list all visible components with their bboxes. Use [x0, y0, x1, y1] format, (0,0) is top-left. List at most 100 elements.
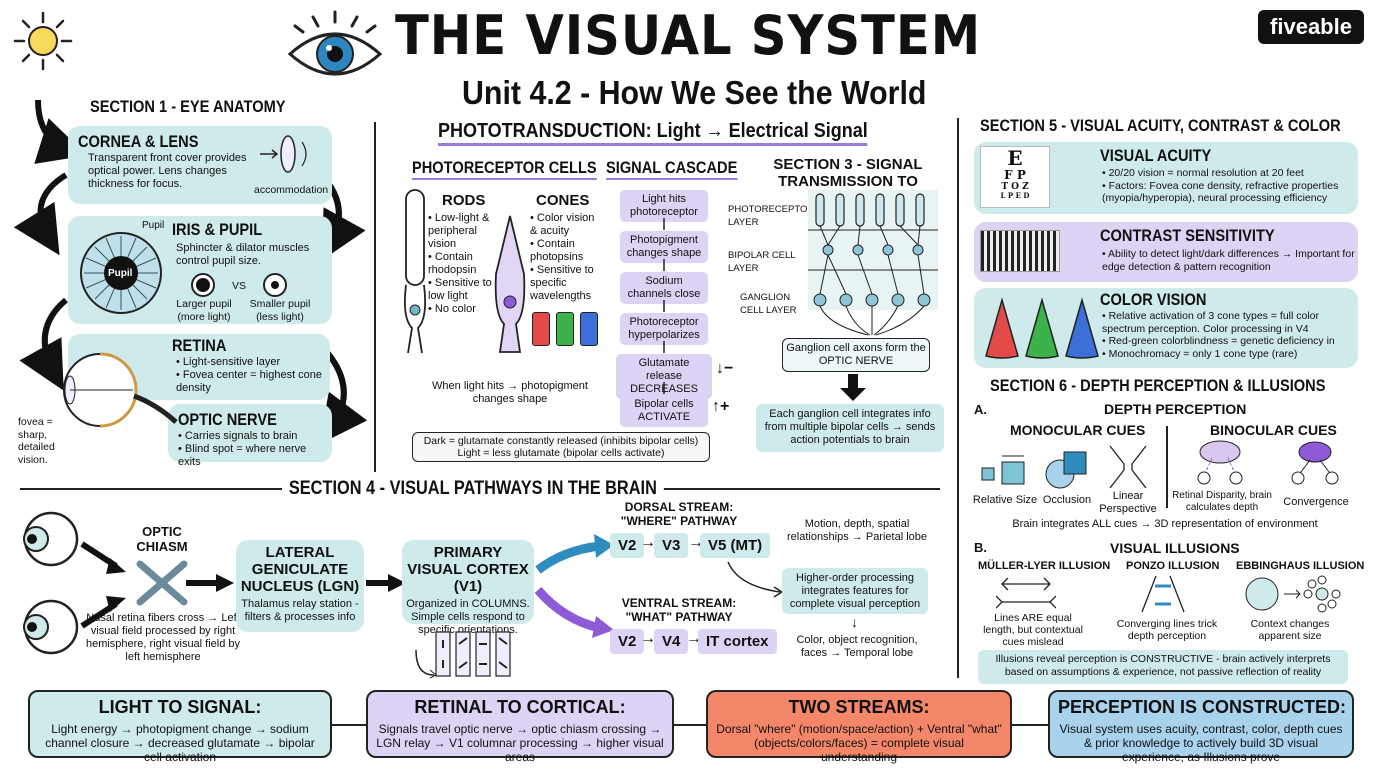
integrates-note: Brain integrates ALL cues → 3D represent… — [1012, 518, 1318, 530]
cornea-title: CORNEA & LENS — [78, 132, 199, 151]
ventral-node-it: IT cortex — [698, 629, 777, 654]
v1-box: PRIMARY VISUAL CORTEX (V1) Organized in … — [402, 540, 534, 636]
cascade-step: Photopigment changes shape — [620, 231, 708, 263]
convergence-icon — [1291, 441, 1339, 485]
dorsal-node-v5: V5 (MT) — [700, 533, 771, 558]
section6-a: A. — [974, 402, 987, 417]
snellen-row: T O Z — [1001, 182, 1029, 192]
v1-title: PRIMARY VISUAL CORTEX (V1) — [407, 544, 529, 595]
dorsal-note: Motion, depth, spatial relationships → P… — [786, 518, 928, 543]
retina-list: Light-sensitive layer Fovea center = hig… — [176, 356, 326, 395]
divider — [957, 118, 959, 678]
cascade-step: Bipolar cells ACTIVATE — [620, 395, 708, 427]
acuity-list: 20/20 vision = normal resolution at 20 f… — [1102, 167, 1356, 205]
layer-label: GANGLION CELL LAYER — [740, 292, 797, 316]
v1-text: Organized in COLUMNS. Simple cells respo… — [406, 598, 530, 636]
snellen-row: F P — [1004, 168, 1026, 182]
dorsal-node-v2: V2 — [610, 533, 645, 558]
divider — [374, 122, 376, 472]
occlusion-icon — [1045, 451, 1087, 489]
chiasm-title: OPTIC CHIASM — [136, 524, 188, 554]
rods-item: Sensitive to low light — [428, 277, 500, 303]
summary-title: LIGHT TO SIGNAL: — [98, 697, 262, 717]
summary-title: TWO STREAMS: — [788, 697, 930, 717]
smaller-pupil-label: Smaller pupil (less light) — [249, 298, 311, 323]
retina-title: RETINA — [172, 336, 227, 355]
page-title: THE VISUAL SYSTEM — [395, 4, 982, 67]
down-arrow-icon — [840, 374, 866, 401]
phototransduction-heading: PHOTOTRANSDUCTION: Light → Electrical Si… — [438, 120, 868, 146]
acuity-box: E F P T O Z L P E D VISUAL ACUITY 20/20 … — [974, 142, 1358, 214]
arrow-icon: → — [640, 534, 656, 551]
divider — [1166, 426, 1168, 508]
cones-list: Color vision & acuity Contain photopsins… — [530, 212, 602, 303]
section5-heading: SECTION 5 - VISUAL ACUITY, CONTRAST & CO… — [980, 116, 1341, 135]
lgn-box: LATERAL GENICULATE NUCLEUS (LGN) Thalamu… — [236, 540, 364, 632]
acuity-item: Factors: Fovea cone density, refractive … — [1102, 180, 1356, 205]
section1-heading: SECTION 1 - EYE ANATOMY — [90, 97, 286, 116]
stream-arrows — [534, 534, 614, 638]
cascade-step: Photoreceptor hyperpolarizes — [620, 313, 708, 345]
contrast-list: Ability to detect light/dark differences… — [1102, 248, 1356, 273]
cue-label: Relative Size — [972, 494, 1038, 506]
summary-title: PERCEPTION IS CONSTRUCTED: — [1058, 697, 1347, 717]
large-pupil-icon — [191, 273, 215, 297]
fiveable-logo[interactable]: fiveable — [1258, 10, 1364, 44]
muller-title: MÜLLER-LYER ILLUSION — [978, 560, 1111, 572]
acuity-title: VISUAL ACUITY — [1100, 146, 1212, 165]
chiasm-note: Nasal retina fibers cross → Left visual … — [85, 612, 241, 663]
ebbinghaus-icon — [1245, 575, 1341, 613]
ganglion-integrate-box: Each ganglion cell integrates info from … — [756, 404, 944, 452]
sun-icon — [13, 11, 73, 71]
ponzo-icon — [1141, 575, 1185, 613]
summary-text: Signals travel optic nerve → optic chias… — [376, 722, 664, 764]
cascade-heading: SIGNAL CASCADE — [606, 158, 738, 180]
ventral-note: Color, object recognition, faces → Tempo… — [796, 634, 918, 659]
fovea-note: fovea = sharp, detailed vision. — [18, 416, 55, 466]
vs-label: VS — [232, 280, 247, 292]
optic-nerve-item: Carries signals to brain — [178, 430, 322, 443]
summary-title: RETINAL TO CORTICAL: — [414, 697, 626, 717]
cue-label: Linear Perspective — [1099, 490, 1157, 515]
eye-icon — [287, 10, 383, 76]
optic-nerve-box: OPTIC NERVE Carries signals to brain Bli… — [168, 404, 332, 468]
ebbinghaus-title: EBBINGHAUS ILLUSION — [1236, 560, 1365, 572]
color-vision-list: Relative activation of 3 cone types = fu… — [1102, 310, 1356, 360]
up-arrow-icon: ↑+ — [712, 398, 730, 415]
cones-title: CONES — [536, 192, 590, 209]
dorsal-title: DORSAL STREAM: "WHERE" PATHWAY — [620, 500, 738, 528]
cone-cell-icon — [494, 215, 526, 353]
cascade-arrows — [663, 218, 665, 394]
optic-nerve-item: Blind spot = where nerve exits — [178, 443, 322, 469]
right-eye-icon — [23, 599, 79, 655]
summary-light-to-signal: LIGHT TO SIGNAL: Light energy → photopig… — [28, 690, 332, 764]
iris-pupil-box: IRIS & PUPIL Pupil Sphincter & dilator m… — [68, 216, 332, 324]
orientation-columns-icon — [415, 631, 511, 679]
contrast-title: CONTRAST SENSITIVITY — [1100, 226, 1275, 245]
blue-cone-swatch — [580, 312, 598, 346]
lens-icon — [260, 135, 307, 173]
contrast-box: CONTRAST SENSITIVITY Ability to detect l… — [974, 222, 1358, 282]
dark-light-note: Dark = glutamate constantly released (in… — [412, 432, 710, 462]
lgn-title: LATERAL GENICULATE NUCLEUS (LGN) — [240, 544, 360, 595]
muller-lyer-icon — [996, 577, 1056, 609]
summary-perception-constructed: PERCEPTION IS CONSTRUCTED: Visual system… — [1048, 690, 1354, 764]
summary-connector — [30, 724, 1350, 726]
higher-order-box: Higher-order processing integrates featu… — [782, 568, 928, 614]
depth-title: DEPTH PERCEPTION — [1104, 401, 1247, 417]
summary-two-streams: TWO STREAMS: Dorsal "where" (motion/spac… — [706, 690, 1012, 764]
summary-text: Dorsal "where" (motion/space/action) + V… — [716, 722, 1002, 764]
iris-title: IRIS & PUPIL — [172, 220, 263, 239]
summary-retinal-to-cortical: RETINAL TO CORTICAL: Signals travel opti… — [366, 690, 674, 764]
pupil-label: Pupil — [142, 220, 165, 231]
color-vision-box: COLOR VISION Relative activation of 3 co… — [974, 288, 1358, 368]
rods-item: Low-light & peripheral vision — [428, 212, 500, 251]
cones-item: Color vision & acuity — [530, 212, 602, 238]
color-vision-item: Relative activation of 3 cone types = fu… — [1102, 310, 1356, 335]
color-vision-item: Red-green colorblindness = genetic defic… — [1102, 335, 1356, 348]
snellen-chart-icon: E F P T O Z L P E D — [980, 146, 1050, 208]
page-subtitle: Unit 4.2 - How We See the World — [462, 74, 927, 111]
section4-heading: SECTION 4 - VISUAL PATHWAYS IN THE BRAIN — [282, 478, 664, 500]
acuity-item: 20/20 vision = normal resolution at 20 f… — [1102, 167, 1356, 180]
monocular-title: MONOCULAR CUES — [1010, 422, 1146, 438]
